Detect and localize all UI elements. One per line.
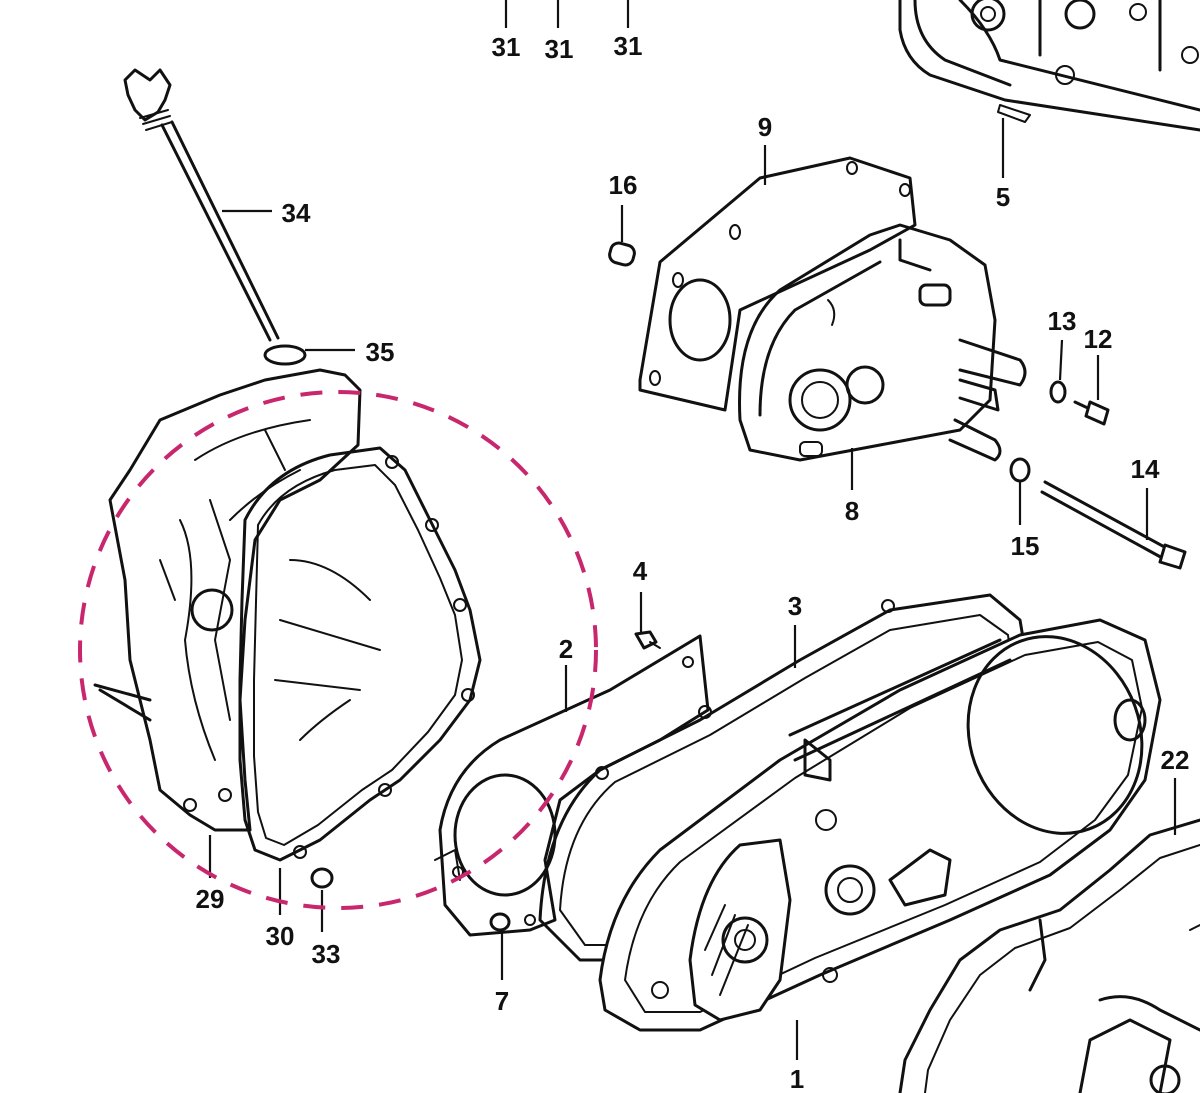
label-7: 7 <box>495 986 509 1016</box>
label-9: 9 <box>758 112 772 142</box>
label-33: 33 <box>312 939 341 969</box>
label-2: 2 <box>559 634 573 664</box>
label-16: 16 <box>609 170 638 200</box>
label-34: 34 <box>282 198 311 228</box>
part-35-o-ring <box>263 344 307 366</box>
leader-lines <box>208 0 1177 1060</box>
label-22: 22 <box>1161 745 1190 775</box>
part-8-gear-housing <box>738 223 1027 462</box>
part-15-washer <box>1009 457 1031 483</box>
label-31-a: 31 <box>492 32 521 62</box>
label-5: 5 <box>996 182 1010 212</box>
part-33-dowel-pin <box>310 867 334 889</box>
label-30: 30 <box>266 921 295 951</box>
label-8: 8 <box>845 496 859 526</box>
label-12: 12 <box>1084 324 1113 354</box>
part-2-gasket <box>434 634 710 937</box>
part-number-labels: 31 31 31 9 16 5 34 35 13 12 8 14 15 4 3 … <box>196 31 1190 1093</box>
part-1-transmission-cover <box>598 618 1162 1032</box>
label-3: 3 <box>788 591 802 621</box>
label-35: 35 <box>366 337 395 367</box>
highlight-circle <box>78 390 598 910</box>
label-31-b: 31 <box>545 34 574 64</box>
label-13: 13 <box>1048 306 1077 336</box>
label-15: 15 <box>1011 531 1040 561</box>
part-12-bolt <box>1073 400 1110 426</box>
label-1: 1 <box>790 1064 804 1093</box>
label-31-c: 31 <box>614 31 643 61</box>
part-4-bolt <box>634 630 661 650</box>
part-9-gasket <box>638 156 917 412</box>
upper-right-housing <box>898 0 1200 132</box>
part-29-crankcase-cover <box>93 368 362 832</box>
part-13-washer <box>1049 380 1067 404</box>
label-4: 4 <box>633 556 648 586</box>
label-29: 29 <box>196 884 225 914</box>
part-14-long-bolt <box>1040 480 1187 570</box>
part-7-dowel-pin <box>489 912 511 932</box>
part-22-right-housing <box>898 818 1200 1093</box>
label-14: 14 <box>1131 454 1160 484</box>
part-30-cover-gasket <box>238 446 482 862</box>
part-16-dowel-pin <box>608 241 636 267</box>
part-34-dipstick <box>123 68 280 342</box>
